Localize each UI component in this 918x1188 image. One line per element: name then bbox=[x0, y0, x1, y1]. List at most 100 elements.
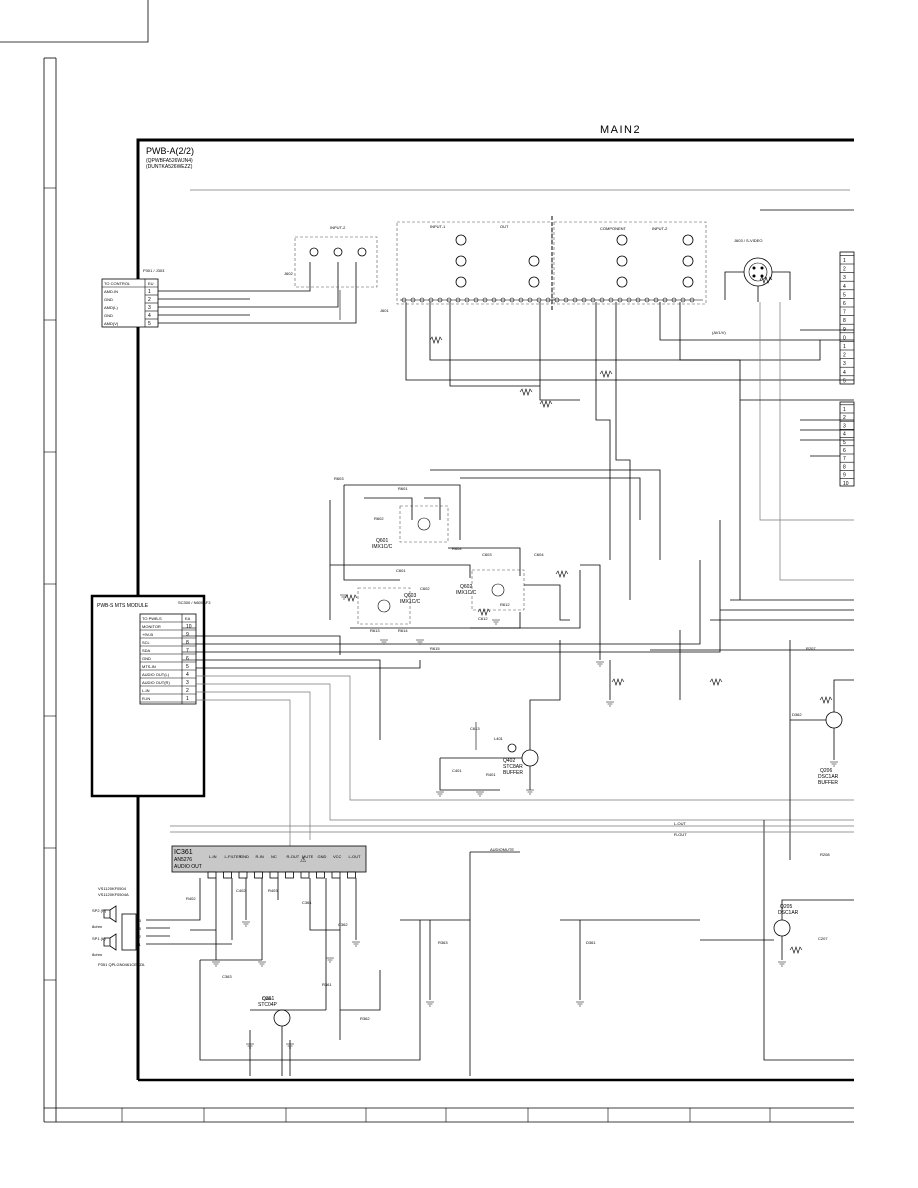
component-ref: C363 bbox=[222, 974, 232, 979]
right-connector-pin: 0 bbox=[843, 335, 846, 341]
component-ref: R612 bbox=[500, 602, 510, 607]
terminal-pin bbox=[428, 297, 434, 303]
component-ref: R613 bbox=[370, 628, 380, 633]
ground-symbol bbox=[576, 1001, 584, 1007]
component-ref: C604 bbox=[534, 552, 544, 557]
component-ref: C364 bbox=[262, 996, 272, 1001]
resistor-symbol bbox=[819, 696, 833, 704]
ground-symbol bbox=[492, 619, 500, 625]
mts-pin-name: R-IN bbox=[142, 696, 150, 701]
terminal-pin bbox=[446, 297, 452, 303]
speaker-2-icon bbox=[103, 905, 117, 923]
mts-code: SC300 / N600AF3 bbox=[178, 600, 211, 605]
mts-pin-name: +9V-B bbox=[142, 632, 153, 637]
q206-buffer: Q206 DSC1AR BUFFER bbox=[789, 640, 854, 860]
terminal-pin bbox=[536, 297, 542, 303]
right-connector-pin: 9 bbox=[843, 473, 846, 479]
q603-ref: Q603 bbox=[404, 593, 416, 599]
ic361-pin-label: R-IN bbox=[256, 854, 264, 859]
terminal-pin bbox=[437, 297, 443, 303]
input1-label: INPUT-1 bbox=[430, 224, 446, 229]
terminal-pin bbox=[473, 297, 479, 303]
terminal-pin bbox=[500, 297, 506, 303]
component-ref: D361 bbox=[586, 940, 596, 945]
p351-label: P351 QPLGN0461CEZZA bbox=[98, 962, 145, 967]
terminal-pin bbox=[491, 297, 497, 303]
sp2-label: SP2 (R) bbox=[92, 908, 107, 913]
to-control-pin-num-2: 2 bbox=[148, 297, 151, 303]
component-ref: R614 bbox=[398, 628, 408, 633]
component-ref: R402 bbox=[186, 896, 196, 901]
component-ref: C603 bbox=[482, 552, 492, 557]
terminal-pin bbox=[644, 297, 650, 303]
speakers: VS1120KF0504 VS1120KF0504A SP2 (R) SP1 (… bbox=[92, 878, 201, 967]
sp1-label: SP1 (L) bbox=[92, 936, 106, 941]
board-code-1: (QPWBFA526WJN4) bbox=[146, 158, 193, 164]
speaker-1-icon bbox=[103, 933, 117, 951]
right-connector-pin: 5 bbox=[843, 378, 846, 384]
net-r-out: R-OUT bbox=[674, 832, 687, 837]
ground-symbol bbox=[286, 1043, 294, 1049]
switch-transistors: Q601 IMX1C/C Q603 IMX1C/C Q602 IMX1C/C bbox=[329, 469, 661, 660]
component-ref: R603 bbox=[334, 476, 344, 481]
mts-to-code: EA bbox=[185, 616, 191, 621]
ground-symbol bbox=[526, 789, 534, 795]
mts-pin-num: 5 bbox=[186, 664, 189, 670]
mts-pin-num: 2 bbox=[186, 688, 189, 694]
net-av1: (AV1/V) bbox=[712, 330, 726, 335]
component-ref: R208 bbox=[820, 852, 830, 857]
q205-part: DSC1AR bbox=[778, 910, 799, 916]
mts-pin-name: SCL bbox=[142, 640, 151, 645]
sp-pin-s2: S2 bbox=[136, 934, 142, 939]
terminal-pin bbox=[662, 297, 668, 303]
right-connector-pin: 6 bbox=[843, 301, 846, 307]
mts-module: PWB-S MTS MODULE SC300 / N600AF3 TO PWB-… bbox=[90, 594, 211, 798]
right-connector-pin: 6 bbox=[843, 448, 846, 454]
net-audio-mute: AUDIOMUTE bbox=[490, 847, 514, 852]
mts-pin-num: 1 bbox=[186, 696, 189, 702]
q402-part: STC8AR bbox=[503, 764, 523, 770]
component-ref: C361 bbox=[302, 900, 312, 905]
right-connector-pin: 2 bbox=[843, 267, 846, 273]
mts-pin-num: 9 bbox=[186, 632, 189, 638]
mts-pin-name: MTS-IN bbox=[142, 664, 156, 669]
right-connector-pin: 3 bbox=[843, 361, 846, 367]
q205-ref: Q205 bbox=[780, 904, 792, 910]
mts-pin-num: 6 bbox=[186, 656, 189, 662]
terminal-row bbox=[401, 297, 695, 303]
signal-traces bbox=[190, 189, 854, 700]
terminal-pin bbox=[509, 297, 515, 303]
component-ref: C362 bbox=[338, 922, 348, 927]
ground-symbol bbox=[606, 701, 614, 707]
to-control-pin-name-2: GND bbox=[104, 297, 113, 302]
net-lines: L-OUT R-OUT AUDIOMUTE (AV1/V) bbox=[170, 330, 854, 1076]
board-title: PWB-A(2/2) bbox=[146, 146, 194, 156]
left-ruler bbox=[43, 57, 57, 1122]
resistor-symbol bbox=[539, 400, 553, 408]
ic361-pin-label: NC bbox=[271, 854, 277, 859]
component-ref: C402 bbox=[236, 888, 246, 893]
bottom-ruler bbox=[44, 1107, 854, 1123]
terminal-pin bbox=[608, 297, 614, 303]
q602-ref: Q602 bbox=[460, 584, 472, 590]
to-control-pin-num-5: 5 bbox=[148, 321, 151, 327]
ic361-part: AN5276 bbox=[174, 857, 192, 863]
vs1-label: VS1120KF0504 bbox=[98, 886, 127, 891]
component-label: COMPONENT bbox=[600, 226, 627, 231]
ground-symbol bbox=[778, 961, 786, 967]
ic361-pin-label: L-IN bbox=[209, 854, 217, 859]
ground-symbol bbox=[352, 941, 360, 947]
ground-symbol bbox=[246, 1043, 254, 1049]
vs2-label: VS1120KF0504A bbox=[98, 892, 129, 897]
terminal-pin bbox=[635, 297, 641, 303]
q361-part: STC04P bbox=[258, 1002, 278, 1008]
sp-pin-s1: S1 bbox=[136, 942, 142, 947]
ground-symbol bbox=[416, 639, 424, 645]
mts-pin-name: AUDIO OUT(R) bbox=[142, 680, 170, 685]
q601-part: IMX1C/C bbox=[372, 544, 393, 550]
q601-ref: Q601 bbox=[376, 538, 388, 544]
right-connector-pin: 10 bbox=[843, 481, 849, 487]
